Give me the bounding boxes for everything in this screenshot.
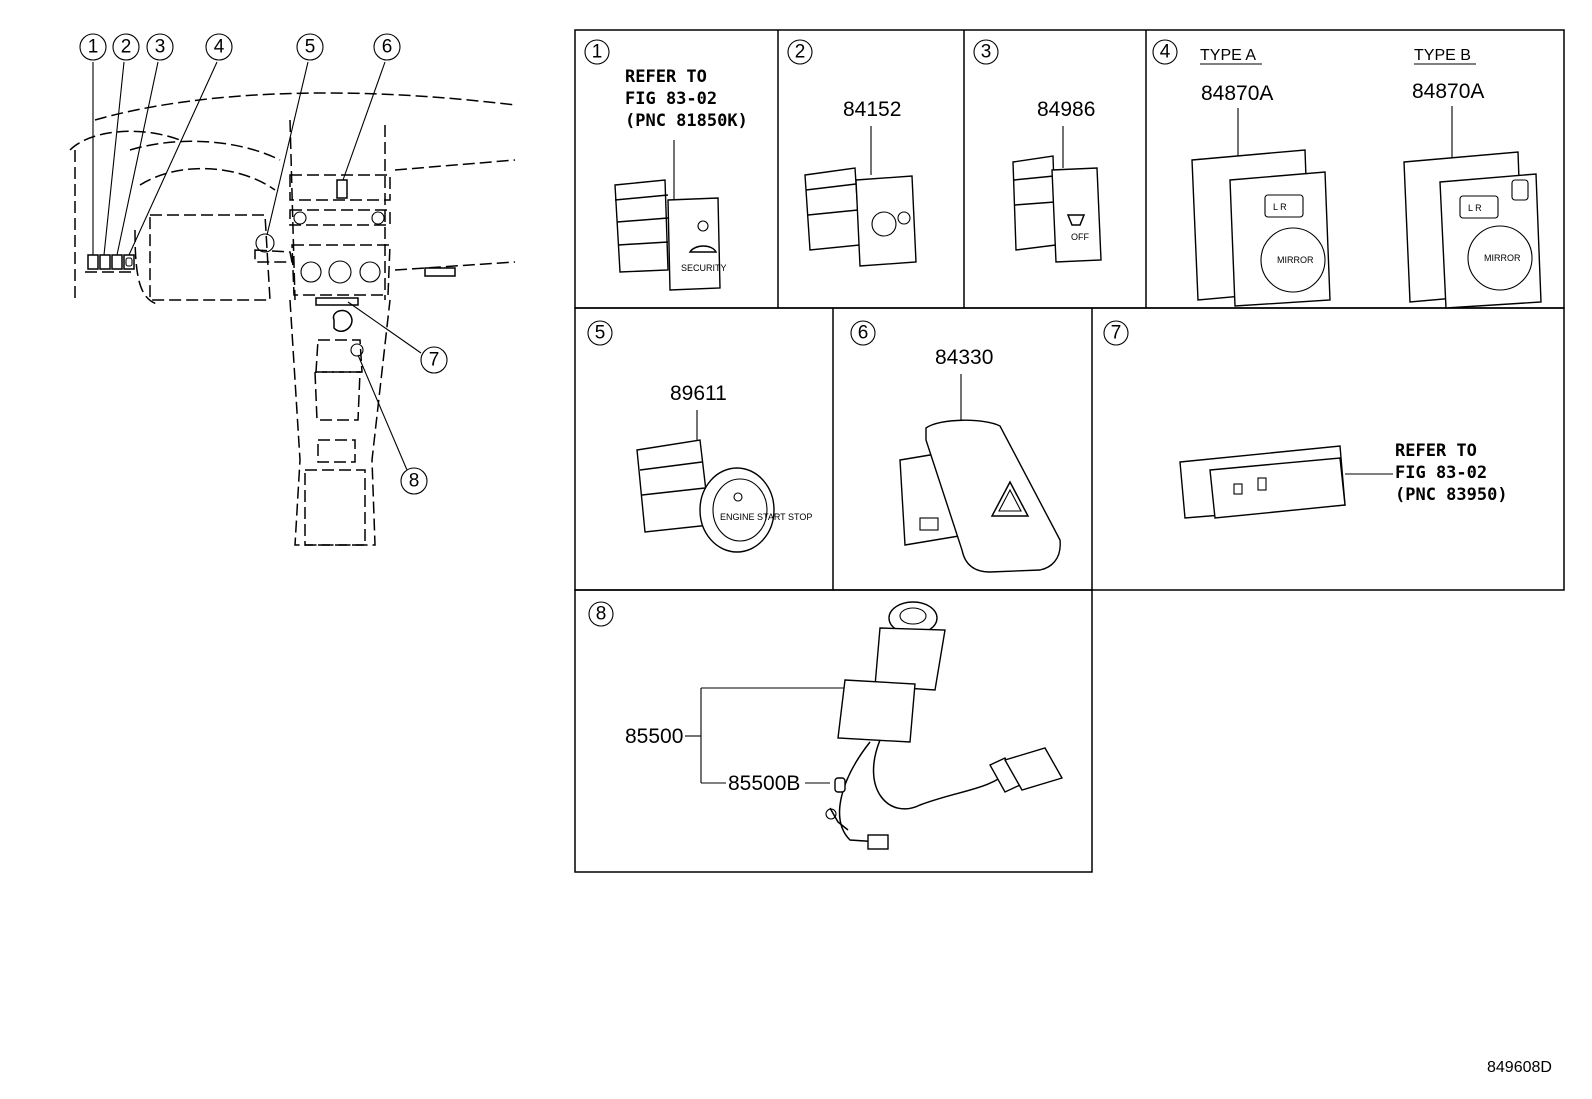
svg-text:85500: 85500 — [625, 725, 683, 748]
svg-text:84870A: 84870A — [1412, 80, 1484, 103]
svg-text:(PNC 83950): (PNC 83950) — [1395, 485, 1508, 505]
svg-text:(PNC 81850K): (PNC 81850K) — [625, 111, 748, 131]
figure-id: 849608D — [1487, 1059, 1552, 1076]
svg-text:1: 1 — [88, 37, 99, 58]
callout-1: 1 — [79, 33, 107, 61]
svg-text:84330: 84330 — [935, 346, 993, 369]
cell-4-mirror-switch: 4 TYPE A TYPE B 84870A 84870A L R MIRROR… — [1152, 39, 1542, 309]
svg-text:8: 8 — [596, 604, 607, 625]
cell-1-security-switch: 1 REFER TO FIG 83-02 (PNC 81850K) SECURI… — [584, 39, 748, 291]
svg-text:SECURITY: SECURITY — [681, 263, 727, 273]
svg-text:89611: 89611 — [670, 382, 727, 405]
cell-3-switch-84986: 3 84986 OFF — [973, 39, 1102, 263]
svg-text:FIG 83-02: FIG 83-02 — [1395, 463, 1487, 483]
svg-text:L R: L R — [1468, 203, 1482, 213]
svg-text:2: 2 — [121, 37, 132, 58]
svg-text:85500B: 85500B — [728, 772, 800, 795]
cell-6-hazard-switch: 6 84330 — [850, 320, 1061, 573]
svg-text:4: 4 — [214, 37, 225, 58]
svg-text:3: 3 — [981, 42, 992, 63]
svg-text:L R: L R — [1273, 202, 1287, 212]
svg-text:MIRROR: MIRROR — [1277, 255, 1314, 265]
cell-7-switch-panel: 7 REFER TO FIG 83-02 (PNC 83950) — [1103, 320, 1508, 519]
svg-text:MIRROR: MIRROR — [1484, 253, 1521, 263]
dashboard-overview — [69, 61, 516, 546]
svg-text:2: 2 — [795, 42, 806, 63]
callout-7: 7 — [420, 346, 448, 374]
svg-text:5: 5 — [305, 37, 316, 58]
svg-text:6: 6 — [382, 37, 393, 58]
cell-5-start-switch: 5 89611 ENGINE START STOP — [587, 320, 812, 553]
callout-6: 6 — [373, 33, 401, 61]
svg-text:8: 8 — [409, 471, 420, 492]
svg-text:7: 7 — [1111, 323, 1122, 344]
callout-8: 8 — [400, 467, 428, 495]
svg-text:TYPE A: TYPE A — [1200, 47, 1256, 64]
callout-4: 4 — [205, 33, 233, 61]
svg-text:6: 6 — [858, 323, 869, 344]
cell-2-switch-84152: 2 84152 — [787, 39, 917, 267]
callout-2: 2 — [112, 33, 140, 61]
svg-text:4: 4 — [1160, 42, 1171, 63]
svg-text:5: 5 — [595, 323, 606, 344]
svg-text:1: 1 — [592, 42, 603, 63]
svg-text:FIG 83-02: FIG 83-02 — [625, 89, 717, 109]
svg-text:TYPE B: TYPE B — [1414, 47, 1471, 64]
svg-text:84152: 84152 — [843, 98, 901, 121]
cell-8-cigarette-lighter: 8 85500 85500B — [588, 601, 1064, 850]
callout-5: 5 — [296, 33, 324, 61]
svg-text:REFER TO: REFER TO — [625, 67, 707, 87]
svg-text:84986: 84986 — [1037, 98, 1095, 121]
parts-grid — [574, 29, 1565, 873]
svg-text:3: 3 — [155, 37, 166, 58]
svg-text:REFER TO: REFER TO — [1395, 441, 1477, 461]
svg-text:84870A: 84870A — [1201, 82, 1273, 105]
callout-3: 3 — [146, 33, 174, 61]
svg-text:OFF: OFF — [1071, 232, 1089, 242]
svg-text:ENGINE START STOP: ENGINE START STOP — [720, 512, 812, 522]
svg-text:7: 7 — [429, 350, 440, 371]
